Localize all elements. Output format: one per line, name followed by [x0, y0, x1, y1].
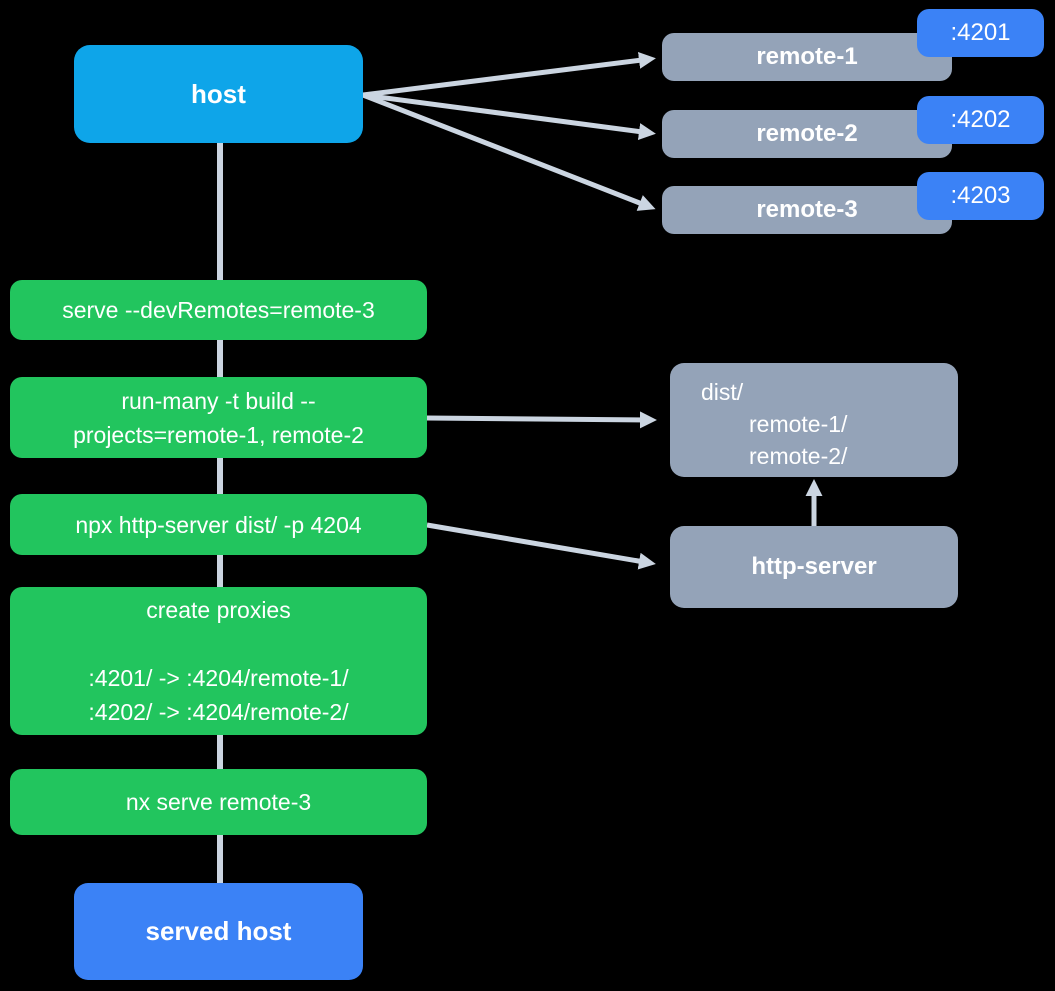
- arrow-host-to-remote-2: [362, 92, 656, 140]
- dist-entry-remote-1: remote-1/: [749, 411, 848, 437]
- step-create-proxies: create proxies :4201/ -> :4204/remote-1/…: [10, 587, 427, 735]
- node-remote-2: remote-2: [662, 110, 952, 158]
- node-served-host: served host: [74, 883, 363, 980]
- dist-entry-remote-2: remote-2/: [749, 443, 848, 469]
- port-badge-4201: :4201: [917, 9, 1044, 57]
- dist-root-label: dist/: [701, 379, 744, 405]
- arrow-http-server-cmd-to-http-server: [426, 522, 656, 570]
- port-badge-4202: :4202: [917, 96, 1044, 144]
- node-dist-folder: dist/ remote-1/ remote-2/: [670, 363, 958, 477]
- node-host: host: [74, 45, 363, 143]
- step-run-many-build: run-many -t build -- projects=remote-1, …: [10, 377, 427, 458]
- arrow-host-to-remote-3: [362, 92, 656, 211]
- step-npx-http-server: npx http-server dist/ -p 4204: [10, 494, 427, 555]
- step-nx-serve-remote-3: nx serve remote-3: [10, 769, 427, 835]
- node-http-server: http-server: [670, 526, 958, 608]
- step-serve-dev-remotes: serve --devRemotes=remote-3: [10, 280, 427, 340]
- node-remote-3: remote-3: [662, 186, 952, 234]
- arrow-run-many-to-dist: [426, 411, 657, 429]
- port-badge-4203: :4203: [917, 172, 1044, 220]
- node-remote-1: remote-1: [662, 33, 952, 81]
- arrow-host-to-remote-1: [362, 51, 656, 98]
